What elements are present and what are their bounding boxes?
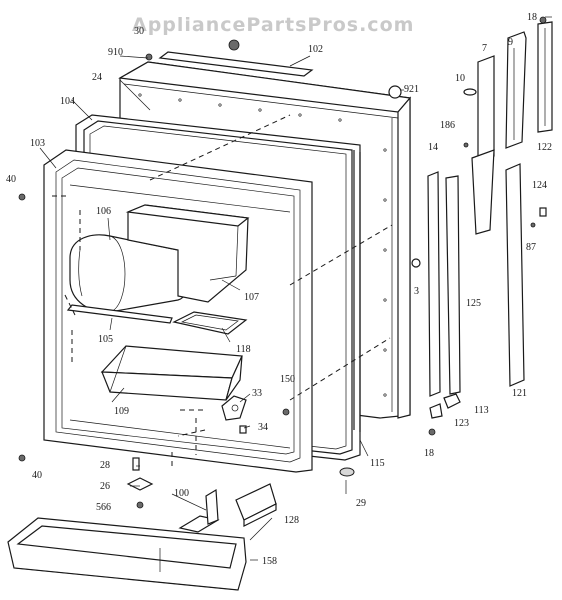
callout-24: 24: [92, 72, 102, 83]
callout-107: 107: [244, 292, 259, 303]
gasket-seal-strip: [353, 150, 361, 432]
plug-921: [388, 85, 402, 99]
callout-100: 100: [174, 488, 189, 499]
base-hardware: [126, 457, 154, 509]
plug-30: [228, 39, 240, 51]
screw-18-bottom: [428, 428, 436, 436]
screw-3: [411, 258, 421, 268]
screw-566: [136, 501, 144, 509]
callout-124: 124: [532, 180, 547, 191]
callout-118: 118: [236, 344, 251, 355]
assembly-leader-lines: [52, 114, 393, 470]
callout-3: 3: [414, 286, 419, 297]
callout-10: 10: [455, 73, 465, 84]
callout-33: 33: [252, 388, 262, 399]
callout-921: 921: [404, 84, 419, 95]
callout-125: 125: [466, 298, 481, 309]
callout-123: 123: [454, 418, 469, 429]
plate-26: [126, 477, 154, 491]
screw-150: [282, 408, 290, 416]
bottom-door-shelf: [7, 517, 247, 591]
callout-leaders: [39, 16, 552, 561]
hinge-assembly-186: [471, 149, 495, 235]
callout-186: 186: [440, 120, 455, 131]
bracket-123: [429, 403, 443, 419]
callout-115: 115: [370, 458, 385, 469]
hinge-cover-122: [537, 21, 553, 133]
callout-106: 106: [96, 206, 111, 217]
watermark: AppliancePartsPros.com: [132, 14, 414, 36]
cover-128: [235, 483, 277, 527]
callout-40a: 40: [6, 174, 16, 185]
callout-128: 128: [284, 515, 299, 526]
screw-186: [463, 142, 469, 148]
screw-40-bottom: [18, 454, 26, 462]
callout-14: 14: [428, 142, 438, 153]
bumper-29: [339, 467, 355, 477]
side-rail-125: [445, 175, 461, 395]
screw-910: [145, 53, 153, 61]
pin-28: [132, 457, 140, 471]
bracket-100: [178, 488, 220, 533]
callout-34: 34: [258, 422, 268, 433]
upper-hinge-bracket: [505, 31, 527, 149]
screw-hardware: [18, 16, 547, 477]
callout-104: 104: [60, 96, 75, 107]
callout-105: 105: [98, 334, 113, 345]
callout-30: 30: [134, 26, 144, 37]
callout-150: 150: [280, 374, 295, 385]
hinge-pin-113: [443, 393, 461, 409]
screw-40-top: [18, 193, 26, 201]
callout-102: 102: [308, 44, 323, 55]
side-rail-121: [505, 163, 525, 387]
top-trim-strip: [158, 51, 314, 77]
screw-18-top: [539, 16, 547, 24]
callout-566: 566: [96, 502, 111, 513]
callout-18a: 18: [527, 12, 537, 23]
latch-screw: [239, 425, 247, 434]
door-stop-14: [427, 171, 441, 397]
dairy-compartment-housing: [125, 204, 250, 303]
callout-103: 103: [30, 138, 45, 149]
door-shelf-bin: [100, 345, 243, 401]
callout-labels: 18 122 30 910 102 7 9 24 921 10 104 186 …: [6, 12, 552, 567]
callout-18b: 18: [424, 448, 434, 459]
callout-910: 910: [108, 47, 123, 58]
egg-tray: [172, 311, 248, 335]
callout-28: 28: [100, 460, 110, 471]
callout-121: 121: [512, 388, 527, 399]
hinge-7: [477, 55, 495, 168]
screw-87: [530, 222, 536, 228]
clip-10: [463, 88, 477, 96]
callout-122: 122: [537, 142, 552, 153]
callout-7: 7: [482, 43, 487, 54]
callout-40b: 40: [32, 470, 42, 481]
callout-109: 109: [114, 406, 129, 417]
callout-113: 113: [474, 405, 489, 416]
callout-29: 29: [356, 498, 366, 509]
callout-9: 9: [508, 37, 513, 48]
callout-87: 87: [526, 242, 536, 253]
callout-26: 26: [100, 481, 110, 492]
spacer-124: [539, 207, 547, 217]
callout-158: 158: [262, 556, 277, 567]
